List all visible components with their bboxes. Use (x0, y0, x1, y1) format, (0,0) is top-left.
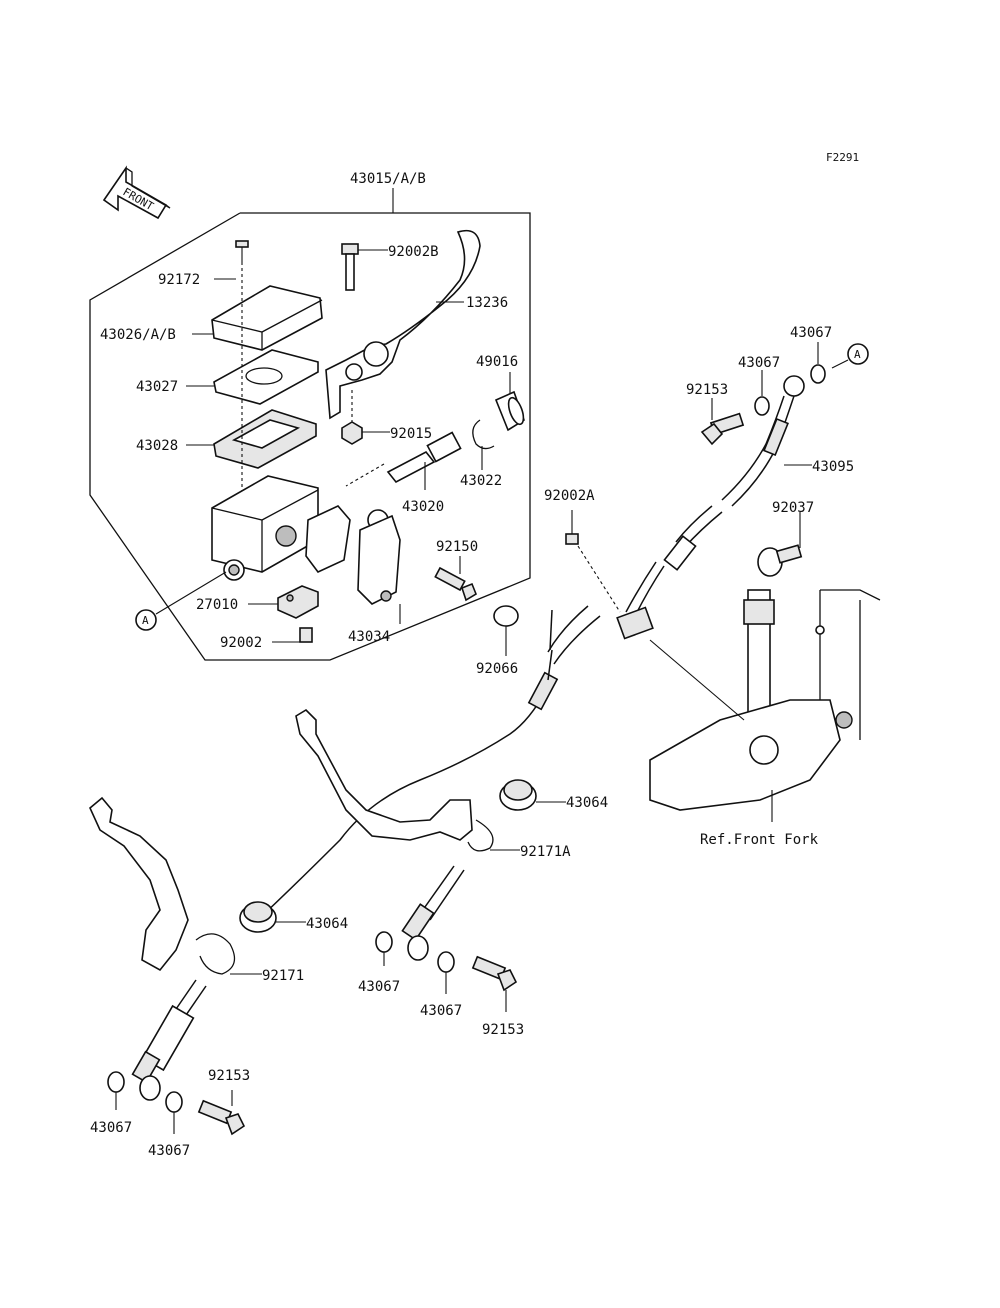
callout-a-right: A (831, 343, 869, 369)
lever-pivot-bolt (341, 243, 359, 291)
lower-hose-fitting-left (107, 979, 246, 1136)
brake-hose-upper (721, 375, 805, 507)
label-43095: 43095 (812, 459, 854, 475)
washer-top-left (754, 396, 770, 416)
label-43064-left: 43064 (306, 916, 348, 932)
label-92150: 92150 (436, 539, 478, 555)
hose-grommet-right (499, 779, 537, 811)
piston-assembly (345, 431, 462, 487)
brake-light-switch (277, 585, 319, 619)
clamp-bolt (434, 566, 477, 602)
label-49016: 49016 (476, 354, 518, 370)
label-27010: 27010 (196, 597, 238, 613)
hose-bracket-right (295, 708, 494, 852)
label-92002B: 92002B (388, 244, 439, 260)
label-92002A: 92002A (544, 488, 595, 504)
svg-text:A: A (854, 348, 861, 361)
switch-screw (299, 627, 313, 643)
label-43067-bot-2: 43067 (148, 1143, 190, 1159)
brake-hose-joint (616, 505, 723, 640)
hose-grommet-left (239, 901, 277, 933)
label-43064-right: 43064 (566, 795, 608, 811)
master-cylinder-assembly-frame (89, 188, 531, 661)
rubber-cap (493, 605, 519, 627)
brake-hose-left (261, 605, 601, 917)
reservoir-cap (211, 285, 323, 351)
label-92171: 92171 (262, 968, 304, 984)
callout-a-left: A (135, 571, 227, 631)
label-43020: 43020 (402, 499, 444, 515)
hose-clamp-bolt (565, 533, 621, 613)
label-92172: 92172 (158, 272, 200, 288)
label-43067-mid-1: 43067 (358, 979, 400, 995)
master-cylinder-clamp (305, 505, 401, 605)
master-cylinder-body (211, 475, 319, 581)
label-92153-mid: 92153 (482, 1022, 524, 1038)
brake-hose-union (757, 544, 803, 577)
diaphragm-plate (213, 349, 319, 405)
diaphragm (213, 409, 317, 469)
brake-lever (325, 229, 481, 420)
circlip (472, 419, 495, 450)
label-43034: 43034 (348, 629, 390, 645)
label-92002: 92002 (220, 635, 262, 651)
label-13236: 13236 (466, 295, 508, 311)
label-43067-mid-2: 43067 (420, 1003, 462, 1019)
label-92066: 92066 (476, 661, 518, 677)
label-43015: 43015/A/B (350, 171, 426, 187)
reference-front-fork: Ref.Front Fork (700, 832, 819, 848)
lower-hose-fitting-mid (375, 865, 518, 992)
lever-pivot-nut (341, 421, 363, 445)
label-43067-top-1: 43067 (790, 325, 832, 341)
label-43026: 43026/A/B (100, 327, 176, 343)
label-43067-top-2: 43067 (738, 355, 780, 371)
banjo-bolt-top (700, 412, 745, 446)
label-43027: 43027 (136, 379, 178, 395)
label-92153-top: 92153 (686, 382, 728, 398)
dust-boot (494, 390, 525, 432)
label-43067-bot-1: 43067 (90, 1120, 132, 1136)
front-direction-arrow: FRONT (102, 165, 171, 220)
washer-top-right (810, 364, 826, 384)
cap-screw (235, 240, 249, 262)
front-fork-reference (649, 589, 881, 822)
figure-code: F2291 (826, 151, 859, 164)
label-92037: 92037 (772, 500, 814, 516)
label-92015: 92015 (390, 426, 432, 442)
label-43022: 43022 (460, 473, 502, 489)
label-43028: 43028 (136, 438, 178, 454)
hose-bracket-left (89, 796, 236, 975)
svg-text:A: A (142, 614, 149, 627)
label-92153-bot: 92153 (208, 1068, 250, 1084)
label-92171A: 92171A (520, 844, 571, 860)
